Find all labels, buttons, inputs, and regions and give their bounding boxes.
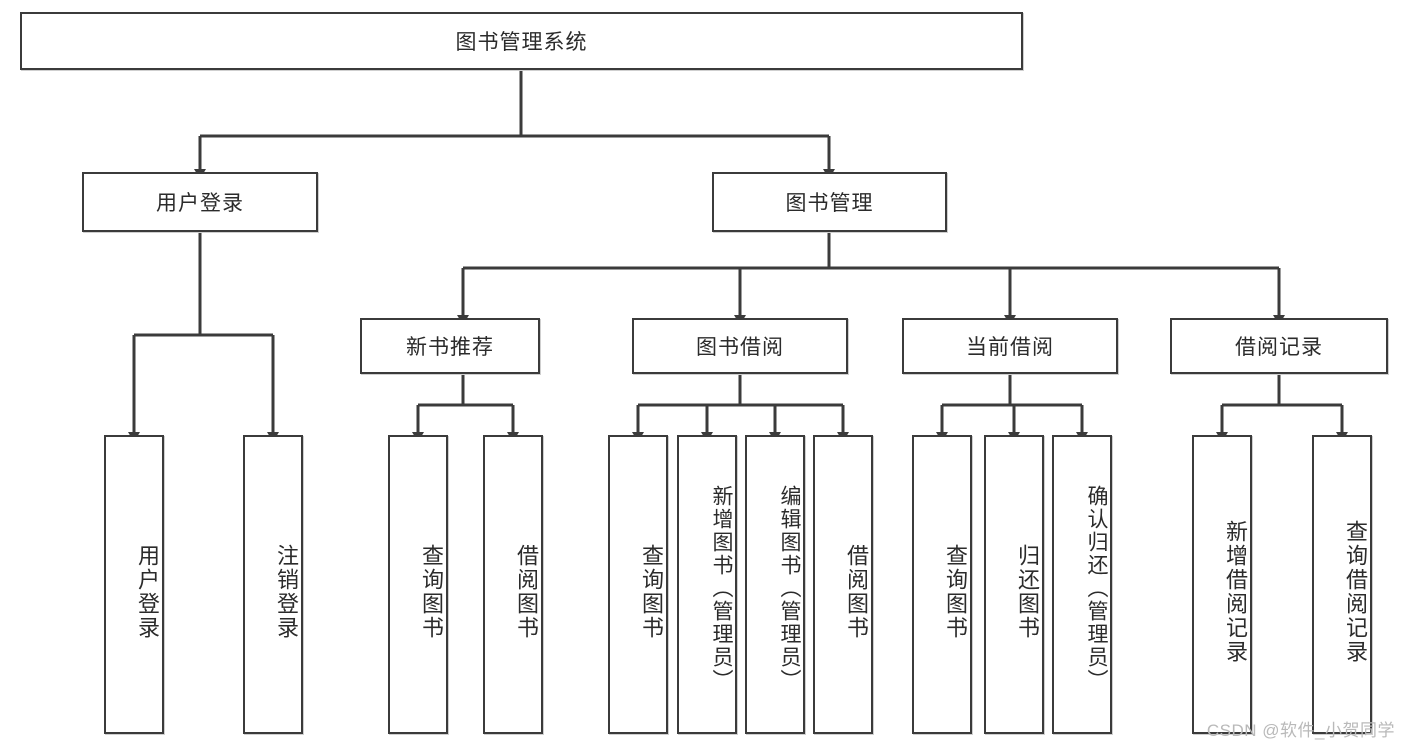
level2-node-1[interactable]: 图书管理 <box>712 172 947 232</box>
node-label: 新增借阅记录 <box>1223 519 1248 664</box>
node-label: 注销登录 <box>274 543 299 640</box>
node-label: 归还图书 <box>1015 543 1040 640</box>
leaf-node-1[interactable]: 注销登录 <box>243 435 303 734</box>
node-label: 图书管理 <box>785 192 874 215</box>
node-label: 新书推荐 <box>406 336 494 359</box>
connector-lines <box>128 70 1348 442</box>
leaf-node-10[interactable]: 确认归还（管理员） <box>1052 435 1112 734</box>
leaf-node-7[interactable]: 借阅图书 <box>813 435 873 734</box>
leaf-node-9[interactable]: 归还图书 <box>984 435 1044 734</box>
root-node-0[interactable]: 图书管理系统 <box>20 12 1023 70</box>
node-label: 借阅记录 <box>1235 336 1323 359</box>
leaf-node-6[interactable]: 编辑图书（管理员） <box>745 435 805 734</box>
node-label: 编辑图书（管理员） <box>778 485 801 692</box>
leaf-node-12[interactable]: 查询借阅记录 <box>1312 435 1372 734</box>
node-label: 查询图书 <box>639 543 664 640</box>
leaf-node-8[interactable]: 查询图书 <box>912 435 972 734</box>
leaf-node-5[interactable]: 新增图书（管理员） <box>677 435 737 734</box>
leaf-node-11[interactable]: 新增借阅记录 <box>1192 435 1252 734</box>
level3-node-3[interactable]: 借阅记录 <box>1170 318 1388 374</box>
leaf-node-4[interactable]: 查询图书 <box>608 435 668 734</box>
node-label: 查询图书 <box>943 543 968 640</box>
leaf-node-3[interactable]: 借阅图书 <box>483 435 543 734</box>
leaf-node-0[interactable]: 用户登录 <box>104 435 164 734</box>
node-label: 图书管理系统 <box>455 31 588 54</box>
leaf-node-2[interactable]: 查询图书 <box>388 435 448 734</box>
node-label: 确认归还（管理员） <box>1085 485 1108 692</box>
level3-node-1[interactable]: 图书借阅 <box>632 318 848 374</box>
node-label: 查询图书 <box>419 543 444 640</box>
level2-node-0[interactable]: 用户登录 <box>82 172 318 232</box>
level3-node-2[interactable]: 当前借阅 <box>902 318 1118 374</box>
node-label: 用户登录 <box>156 192 244 215</box>
node-label: 借阅图书 <box>514 543 539 640</box>
node-label: 查询借阅记录 <box>1343 519 1368 664</box>
node-label: 图书借阅 <box>696 336 784 359</box>
level3-node-0[interactable]: 新书推荐 <box>360 318 540 374</box>
node-label: 用户登录 <box>135 543 160 640</box>
node-label: 借阅图书 <box>844 543 869 640</box>
node-label: 当前借阅 <box>966 336 1054 359</box>
node-label: 新增图书（管理员） <box>710 485 733 692</box>
